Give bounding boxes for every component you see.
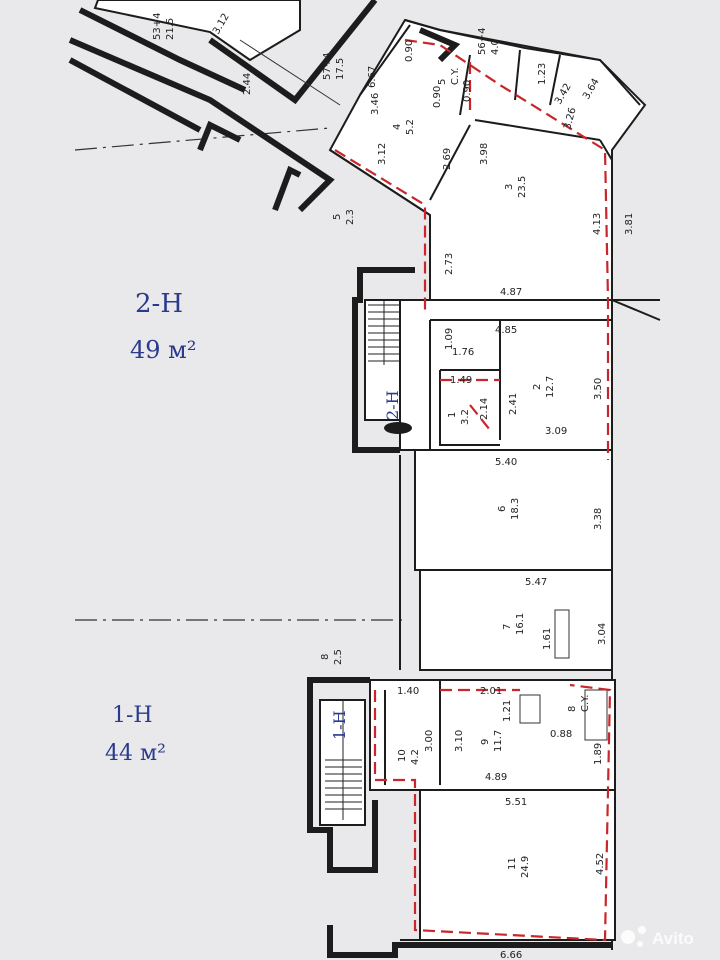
dimension-label: 3.04 bbox=[597, 623, 608, 645]
stair-label-upper: 2-Н bbox=[383, 390, 402, 420]
adjacent-building bbox=[68, 0, 378, 213]
room-10-number: 10 bbox=[397, 749, 408, 762]
room-56-area: 4.0 bbox=[490, 39, 501, 55]
dimension-label: 1.21 bbox=[502, 700, 513, 722]
room-11-number: 11 bbox=[507, 857, 518, 870]
dimension-label: 2.44 bbox=[242, 73, 253, 95]
dimension-label: 3.00 bbox=[424, 730, 435, 752]
room-11-area: 24.9 bbox=[520, 856, 531, 878]
dimension-label: 0.90 bbox=[432, 86, 443, 108]
room-9-number: 9 bbox=[480, 739, 491, 745]
dimension-label: 3.38 bbox=[593, 508, 604, 530]
dimension-label: 3.46 bbox=[370, 93, 381, 115]
dimension-label: 2.41 bbox=[508, 393, 519, 415]
dimension-label: 2.01 bbox=[480, 686, 502, 697]
dimension-label: 1.61 bbox=[542, 628, 553, 650]
room-2-number: 2 bbox=[532, 384, 543, 390]
unit-1h-label: 1-Н bbox=[112, 703, 153, 728]
room-labels: 1 3.2 2 12.7 3 23.5 4 5.2 5 2.3 5 C.Y. 6… bbox=[152, 13, 591, 878]
watermark-text: Avito bbox=[652, 929, 694, 948]
room-2-area: 12.7 bbox=[545, 376, 556, 398]
red-boundary-markings bbox=[334, 38, 612, 942]
room-10-area: 4.2 bbox=[410, 749, 421, 765]
lower-block bbox=[307, 677, 616, 958]
room-9-area: 11.7 bbox=[493, 730, 504, 752]
dimension-label: 4.87 bbox=[500, 287, 522, 298]
dimension-label: 1.09 bbox=[444, 328, 455, 350]
dimension-label: 2.69 bbox=[442, 148, 453, 170]
room-1-number: 1 bbox=[447, 412, 458, 418]
watermark: Avito bbox=[621, 926, 694, 948]
stair-label-lower: 1-Н bbox=[330, 710, 349, 740]
dimension-label: 1.23 bbox=[537, 63, 548, 85]
dimension-label: 1.40 bbox=[397, 686, 419, 697]
dimension-label: 3.12 bbox=[377, 143, 388, 165]
room-5-number: 5 bbox=[332, 214, 343, 220]
room-53-number: 53+4 bbox=[152, 13, 163, 40]
dimension-label: 4.89 bbox=[485, 772, 507, 783]
unit-2h-label: 2-Н bbox=[135, 289, 183, 319]
room-8-number: 8 bbox=[320, 654, 331, 660]
dimension-labels: 6.67 3.46 3.12 2.69 3.98 2.73 4.87 4.85 … bbox=[211, 12, 635, 960]
room-1-area: 3.2 bbox=[460, 409, 471, 425]
unit-2h-area: 49 м² bbox=[130, 336, 196, 364]
room-56-number: 56+4 bbox=[477, 28, 488, 55]
dimension-label: 4.85 bbox=[495, 325, 517, 336]
dimension-label: 4.13 bbox=[592, 213, 603, 235]
dimension-label: 3.98 bbox=[479, 143, 490, 165]
room-5b-area: C.Y. bbox=[450, 68, 461, 85]
dimension-label: 5.47 bbox=[525, 577, 547, 588]
dimension-label: 1.89 bbox=[593, 743, 604, 765]
room-5b-number: 5 bbox=[437, 79, 448, 85]
room-6-area: 18.3 bbox=[510, 498, 521, 520]
room-57-area: 17.5 bbox=[335, 58, 346, 80]
middle-block bbox=[399, 299, 613, 950]
dimension-label: 1.49 bbox=[450, 375, 472, 386]
room-8-area: 2.5 bbox=[333, 649, 344, 665]
room-53-area: 21.5 bbox=[165, 18, 176, 40]
upper-block bbox=[328, 18, 661, 321]
dimension-label: 3.09 bbox=[545, 426, 567, 437]
unit-1h-area: 44 м² bbox=[105, 741, 166, 766]
room-6-number: 6 bbox=[497, 506, 508, 512]
dimension-label: 1.76 bbox=[452, 347, 474, 358]
dimension-label: 0.90 bbox=[404, 40, 415, 62]
room-57-number: 57+4 bbox=[322, 53, 333, 80]
room-3-area: 23.5 bbox=[517, 176, 528, 198]
dimension-label: 5.51 bbox=[505, 797, 527, 808]
dimension-label: 6.66 bbox=[500, 950, 522, 960]
dimension-label: 4.52 bbox=[595, 853, 606, 875]
dimension-label: 0.90 bbox=[462, 80, 473, 102]
room-8b-area: C.Y. bbox=[580, 695, 591, 712]
dimension-label: 2.73 bbox=[444, 253, 455, 275]
dimension-label: 0.88 bbox=[550, 729, 572, 740]
room-5-area: 2.3 bbox=[345, 209, 356, 225]
room-8b-number: 8 bbox=[567, 706, 578, 712]
dimension-label: 3.81 bbox=[624, 213, 635, 235]
room-3-number: 3 bbox=[504, 184, 515, 190]
dimension-label: 3.10 bbox=[454, 730, 465, 752]
room-4-number: 4 bbox=[392, 124, 403, 130]
dimension-label: 6.67 bbox=[367, 66, 378, 88]
room-7-area: 16.1 bbox=[515, 613, 526, 635]
room-7-number: 7 bbox=[502, 624, 513, 630]
upper-staircase bbox=[352, 267, 415, 453]
dimension-label: 5.40 bbox=[495, 457, 517, 468]
room-4-area: 5.2 bbox=[405, 119, 416, 135]
dimension-label: 3.50 bbox=[593, 378, 604, 400]
dimension-label: 2.14 bbox=[479, 398, 490, 420]
